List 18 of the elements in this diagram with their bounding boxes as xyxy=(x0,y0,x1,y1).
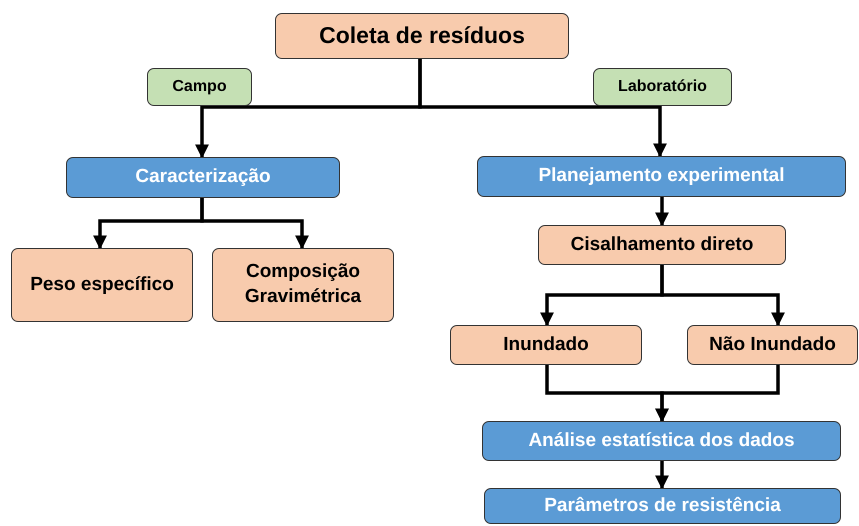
arrow xyxy=(200,198,309,250)
stage-box: Planejamento experimental xyxy=(477,156,846,197)
arrow xyxy=(655,365,780,422)
stage-box: Parâmetros de resistência xyxy=(484,488,841,524)
arrow xyxy=(660,265,785,326)
category-box: Campo xyxy=(147,68,252,106)
arrow xyxy=(418,59,667,158)
process-box: Não Inundado xyxy=(687,325,858,365)
arrow xyxy=(655,197,669,226)
process-box: Coleta de resíduos xyxy=(275,13,569,59)
process-box: Inundado xyxy=(450,325,642,365)
category-box: Laboratório xyxy=(593,68,732,106)
process-box: Composição Gravimétrica xyxy=(212,248,394,322)
stage-box: Caracterização xyxy=(66,157,340,198)
process-box: Peso específico xyxy=(11,248,193,322)
process-box: Cisalhamento direto xyxy=(538,225,786,265)
stage-box: Análise estatística dos dados xyxy=(482,421,841,461)
arrow xyxy=(655,461,669,490)
